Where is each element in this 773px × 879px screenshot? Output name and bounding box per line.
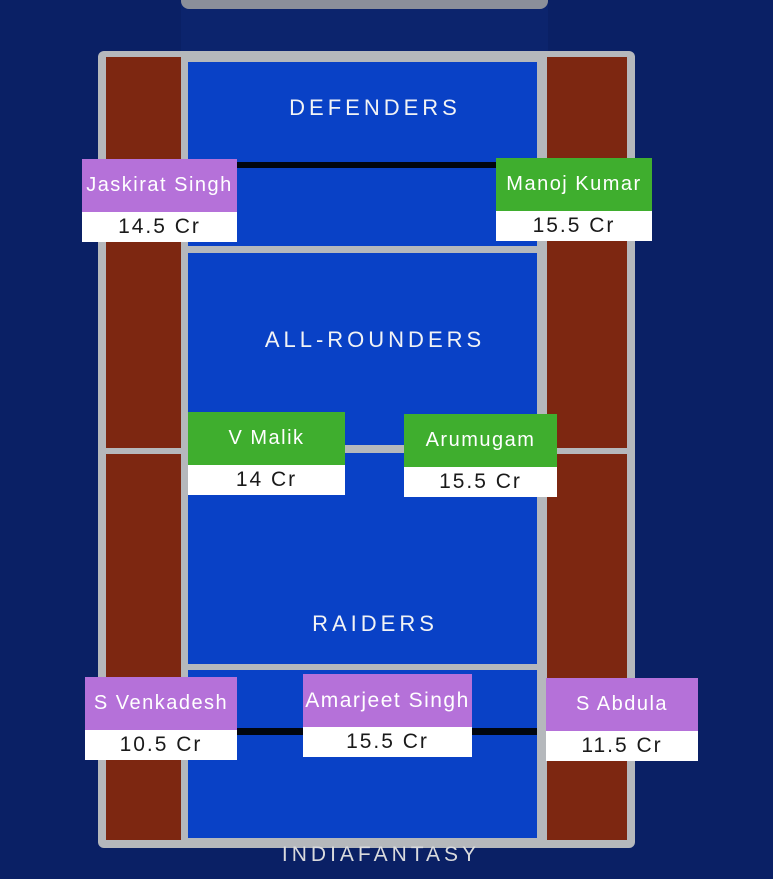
player-card-jaskirat-singh: Jaskirat Singh 14.5 Cr bbox=[82, 159, 237, 242]
player-price: 15.5 Cr bbox=[303, 727, 472, 757]
player-card-v-malik: V Malik 14 Cr bbox=[188, 412, 345, 495]
section-label-raiders: RAIDERS bbox=[312, 611, 438, 636]
player-name: S Abdula bbox=[546, 678, 698, 731]
player-price: 11.5 Cr bbox=[546, 731, 698, 761]
player-name: Jaskirat Singh bbox=[82, 159, 237, 212]
player-name: V Malik bbox=[188, 412, 345, 465]
lobby-left-bottom bbox=[106, 454, 181, 840]
player-name: Arumugam bbox=[404, 414, 557, 467]
player-price: 14 Cr bbox=[188, 465, 345, 495]
player-price: 15.5 Cr bbox=[404, 467, 557, 497]
baulk-line-top bbox=[188, 162, 537, 168]
player-price: 14.5 Cr bbox=[82, 212, 237, 242]
section-label-defenders: DEFENDERS bbox=[289, 95, 461, 120]
player-card-amarjeet-singh: Amarjeet Singh 15.5 Cr bbox=[303, 674, 472, 757]
player-card-arumugam: Arumugam 15.5 Cr bbox=[404, 414, 557, 497]
player-card-manoj-kumar: Manoj Kumar 15.5 Cr bbox=[496, 158, 652, 241]
section-label-allrounders: ALL-ROUNDERS bbox=[264, 327, 486, 352]
player-price: 15.5 Cr bbox=[496, 211, 652, 241]
lobby-right-top bbox=[547, 57, 627, 448]
player-card-s-venkadesh: S Venkadesh 10.5 Cr bbox=[85, 677, 237, 760]
lobby-right-bottom bbox=[547, 454, 627, 840]
player-name: Amarjeet Singh bbox=[303, 674, 472, 727]
player-name: S Venkadesh bbox=[85, 677, 237, 730]
player-price: 10.5 Cr bbox=[85, 730, 237, 760]
player-card-s-abdula: S Abdula 11.5 Cr bbox=[546, 678, 698, 761]
court-block-defenders bbox=[188, 62, 537, 246]
player-name: Manoj Kumar bbox=[496, 158, 652, 211]
watermark-text: INDIAFANTASY bbox=[281, 843, 481, 866]
cropped-top-element bbox=[181, 0, 548, 9]
lobby-left-top bbox=[106, 57, 181, 448]
